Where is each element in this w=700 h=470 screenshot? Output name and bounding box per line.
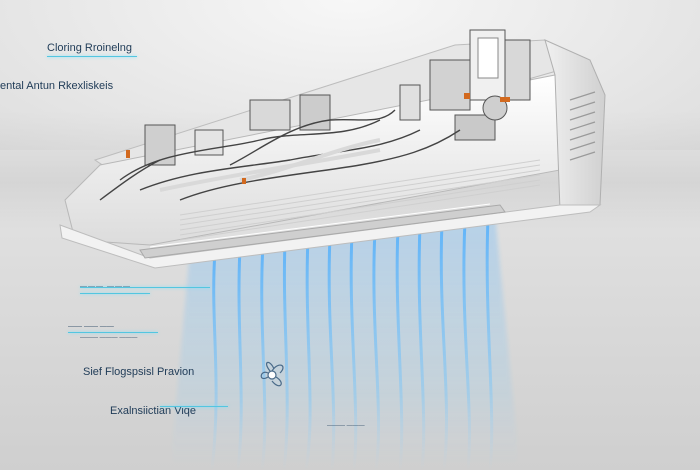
label-bottom-center: ——— ——— bbox=[327, 423, 365, 429]
label-mid-4: Sief Flogspsisl Pravion bbox=[83, 366, 195, 378]
leader-line-1 bbox=[47, 56, 137, 57]
label-top-2: ental Antun Rkexliskeis bbox=[0, 80, 114, 92]
fan-rotor-icon bbox=[260, 361, 284, 387]
leader-line-3 bbox=[80, 293, 150, 294]
label-mid-1: ——— ——— bbox=[80, 283, 131, 290]
label-mid-3: ——— ——— ——— bbox=[80, 335, 138, 341]
wire-accents bbox=[126, 93, 510, 184]
leader-line-2 bbox=[80, 287, 210, 288]
label-mid-2: —— —— —— bbox=[68, 323, 114, 330]
leader-line-5 bbox=[160, 406, 228, 407]
leader-line-4 bbox=[68, 332, 158, 333]
pipes bbox=[99, 109, 461, 201]
internal-components bbox=[144, 29, 531, 166]
label-bottom-1: Exalnsiictian Viqe bbox=[110, 405, 197, 417]
copper-pipes bbox=[159, 138, 381, 192]
label-top-1: Cloring Rroinelng bbox=[47, 42, 132, 54]
